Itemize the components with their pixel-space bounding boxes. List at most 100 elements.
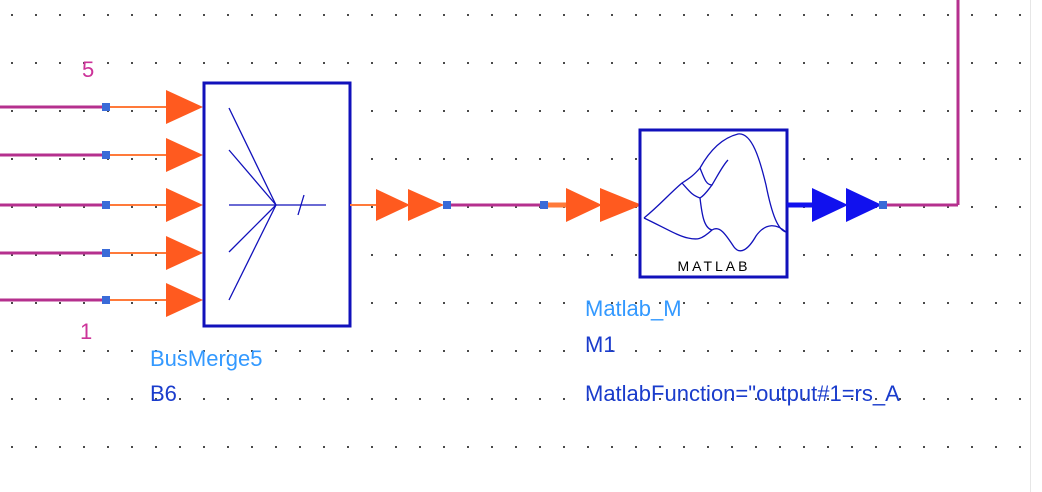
- input-wire-3[interactable]: [0, 188, 203, 222]
- grid-dot: [419, 350, 421, 352]
- pin-square[interactable]: [443, 201, 451, 209]
- matlab-body[interactable]: [638, 128, 789, 279]
- grid-dot: [803, 62, 805, 64]
- grid-dot: [251, 446, 253, 448]
- matlab-instance-label[interactable]: M1: [585, 332, 616, 357]
- grid-dot: [779, 302, 781, 304]
- input-wire-1[interactable]: [0, 283, 203, 317]
- grid-dot: [131, 62, 133, 64]
- grid-dot: [131, 398, 133, 400]
- grid-dot: [707, 446, 709, 448]
- grid-dot: [203, 446, 205, 448]
- grid-dot: [827, 398, 829, 400]
- matlab-input[interactable]: [540, 188, 642, 222]
- grid-dot: [395, 254, 397, 256]
- grid-dot: [131, 14, 133, 16]
- input-wire-4[interactable]: [0, 138, 203, 172]
- grid-dot: [851, 446, 853, 448]
- pin-square[interactable]: [879, 201, 887, 209]
- canvas-right-border: [1030, 0, 1042, 492]
- grid-dot: [131, 350, 133, 352]
- grid-dot: [923, 254, 925, 256]
- pin-square[interactable]: [102, 249, 110, 257]
- bus-merge-instance-label[interactable]: B6: [150, 381, 177, 406]
- grid-dot: [275, 62, 277, 64]
- matlab-output[interactable]: [787, 188, 887, 222]
- grid-dot: [299, 14, 301, 16]
- grid-dot: [275, 350, 277, 352]
- grid-dot: [923, 302, 925, 304]
- bus-merge-component[interactable]: [202, 81, 352, 328]
- output-port-arrow: [408, 189, 444, 221]
- grid-dot: [83, 350, 85, 352]
- grid-dot: [515, 110, 517, 112]
- grid-dot: [491, 62, 493, 64]
- bus-merge-output[interactable]: [350, 189, 451, 221]
- pin-square[interactable]: [102, 201, 110, 209]
- grid-dot: [539, 302, 541, 304]
- grid-dot: [563, 350, 565, 352]
- grid-dot: [179, 14, 181, 16]
- grid-dot: [875, 350, 877, 352]
- grid-dot: [443, 62, 445, 64]
- grid-dot: [179, 398, 181, 400]
- matlab-parameter-label[interactable]: MatlabFunction="output#1=rs_A: [585, 381, 900, 406]
- grid-dot: [707, 110, 709, 112]
- grid-dot: [83, 398, 85, 400]
- matlab-component[interactable]: MATLAB: [638, 128, 789, 279]
- grid-dot: [803, 446, 805, 448]
- grid-dot: [491, 158, 493, 160]
- grid-dot: [1019, 110, 1021, 112]
- grid-dot: [611, 254, 613, 256]
- grid-dot: [443, 158, 445, 160]
- grid-dot: [107, 14, 109, 16]
- grid-dot: [947, 110, 949, 112]
- pin-square[interactable]: [102, 296, 110, 304]
- grid-dot: [107, 446, 109, 448]
- grid-dot: [515, 398, 517, 400]
- grid-dot: [83, 110, 85, 112]
- grid-dot: [971, 110, 973, 112]
- grid-dot: [443, 350, 445, 352]
- bus-merge-type-label[interactable]: BusMerge5: [150, 346, 263, 371]
- grid-dot: [107, 398, 109, 400]
- grid-dot: [731, 350, 733, 352]
- input-wire-5[interactable]: [0, 90, 203, 124]
- grid-dot: [803, 254, 805, 256]
- grid-dot: [347, 398, 349, 400]
- grid-dot: [299, 62, 301, 64]
- grid-dot: [635, 158, 637, 160]
- pin-square[interactable]: [102, 151, 110, 159]
- pin-square[interactable]: [102, 103, 110, 111]
- grid-dot: [275, 398, 277, 400]
- grid-dot: [467, 14, 469, 16]
- grid-dot: [899, 14, 901, 16]
- grid-dot: [755, 398, 757, 400]
- grid-dot: [563, 302, 565, 304]
- grid-dot: [35, 302, 37, 304]
- input-wire-2[interactable]: [0, 236, 203, 270]
- grid-dot: [251, 350, 253, 352]
- grid-dot: [275, 446, 277, 448]
- grid-dot: [131, 110, 133, 112]
- grid-dot: [899, 398, 901, 400]
- grid-dot: [971, 254, 973, 256]
- matlab-type-label[interactable]: Matlab_M: [585, 296, 682, 321]
- pin-square[interactable]: [540, 201, 548, 209]
- input-port-arrow: [600, 188, 642, 222]
- grid-dot: [275, 14, 277, 16]
- grid-dot: [1019, 254, 1021, 256]
- grid-dot: [587, 110, 589, 112]
- grid-dot: [419, 158, 421, 160]
- grid-dot: [659, 398, 661, 400]
- grid-dot: [635, 446, 637, 448]
- grid-dot: [875, 158, 877, 160]
- grid-dot: [947, 206, 949, 208]
- grid-dot: [83, 446, 85, 448]
- grid-dot: [587, 398, 589, 400]
- grid-dot: [947, 302, 949, 304]
- input-port-arrow: [166, 283, 203, 317]
- grid-dot: [851, 302, 853, 304]
- grid-dot: [875, 110, 877, 112]
